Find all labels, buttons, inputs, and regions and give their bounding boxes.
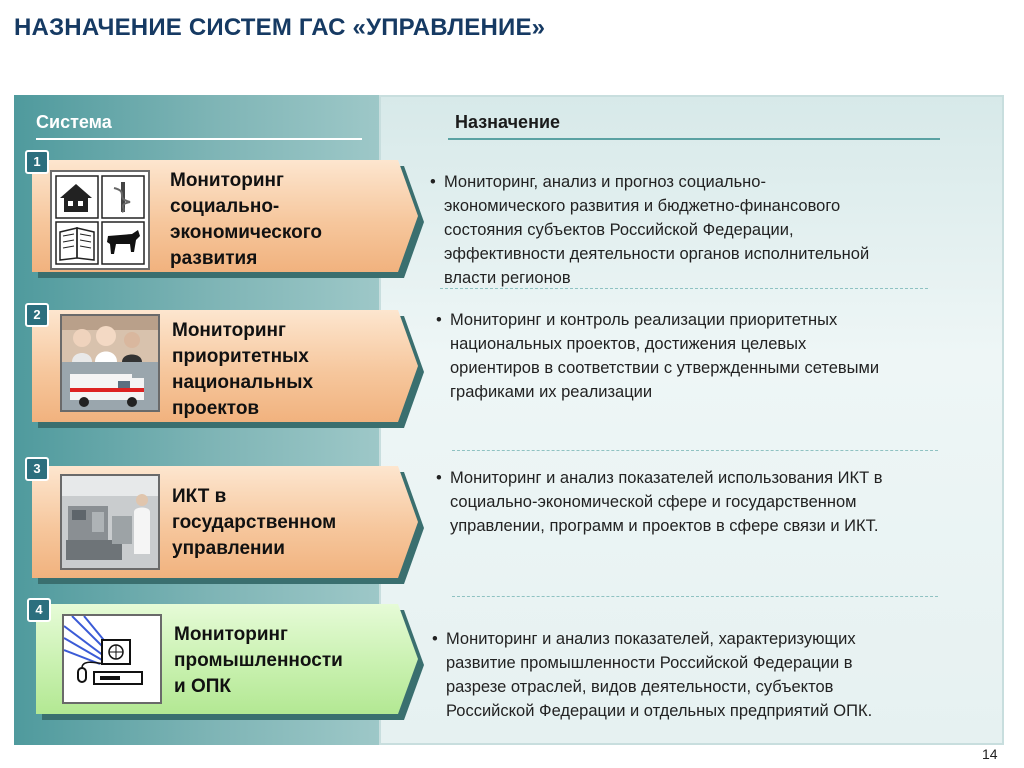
cow-icon <box>101 221 145 265</box>
row-1-system-label: Мониторинг социально- экономического раз… <box>170 170 322 269</box>
row-3-number-badge: 3 <box>25 457 49 481</box>
purpose-column-header: Назначение <box>455 112 561 132</box>
medical-emblem-icon <box>101 175 145 219</box>
ambulance-photo <box>62 362 158 410</box>
row-4-system-label: Мониторинг промышленности и ОПК <box>174 624 343 697</box>
row-4-image <box>62 614 162 704</box>
row-4-number-badge: 4 <box>27 598 51 622</box>
row-1-image <box>50 170 150 270</box>
children-photo <box>62 316 158 362</box>
row-2-system-label: Мониторинг приоритетных национальных про… <box>172 320 314 419</box>
row-1-divider <box>440 288 928 289</box>
row-2-number-badge: 2 <box>25 303 49 327</box>
lab-photo <box>62 476 158 568</box>
system-header-rule <box>36 138 362 140</box>
row-1-number-badge: 1 <box>25 150 49 174</box>
row-3-divider <box>452 596 938 597</box>
row-1-purpose-text: • Мониторинг, анализ и прогноз социально… <box>430 173 870 287</box>
system-column-header: Система <box>36 112 112 132</box>
house-icon <box>55 175 99 219</box>
purpose-header-rule <box>448 138 940 140</box>
row-2-image <box>60 314 160 412</box>
book-icon <box>55 221 99 265</box>
row-4-purpose-text: • Мониторинг и анализ показателей, харак… <box>432 630 873 720</box>
row-3-system-label: ИКТ в государственном управлении <box>172 486 337 559</box>
row-3-purpose-text: • Мониторинг и анализ показателей исполь… <box>436 469 883 535</box>
row-2-divider <box>452 450 938 451</box>
page-number: 14 <box>982 746 998 762</box>
purpose-column-panel <box>379 95 1004 745</box>
row-2-purpose-text: • Мониторинг и контроль реализации приор… <box>436 311 880 401</box>
row-3-image <box>60 474 160 570</box>
page-title: НАЗНАЧЕНИЕ СИСТЕМ ГАС «УПРАВЛЕНИЕ» <box>14 14 546 41</box>
computer-network-icon <box>64 616 160 702</box>
